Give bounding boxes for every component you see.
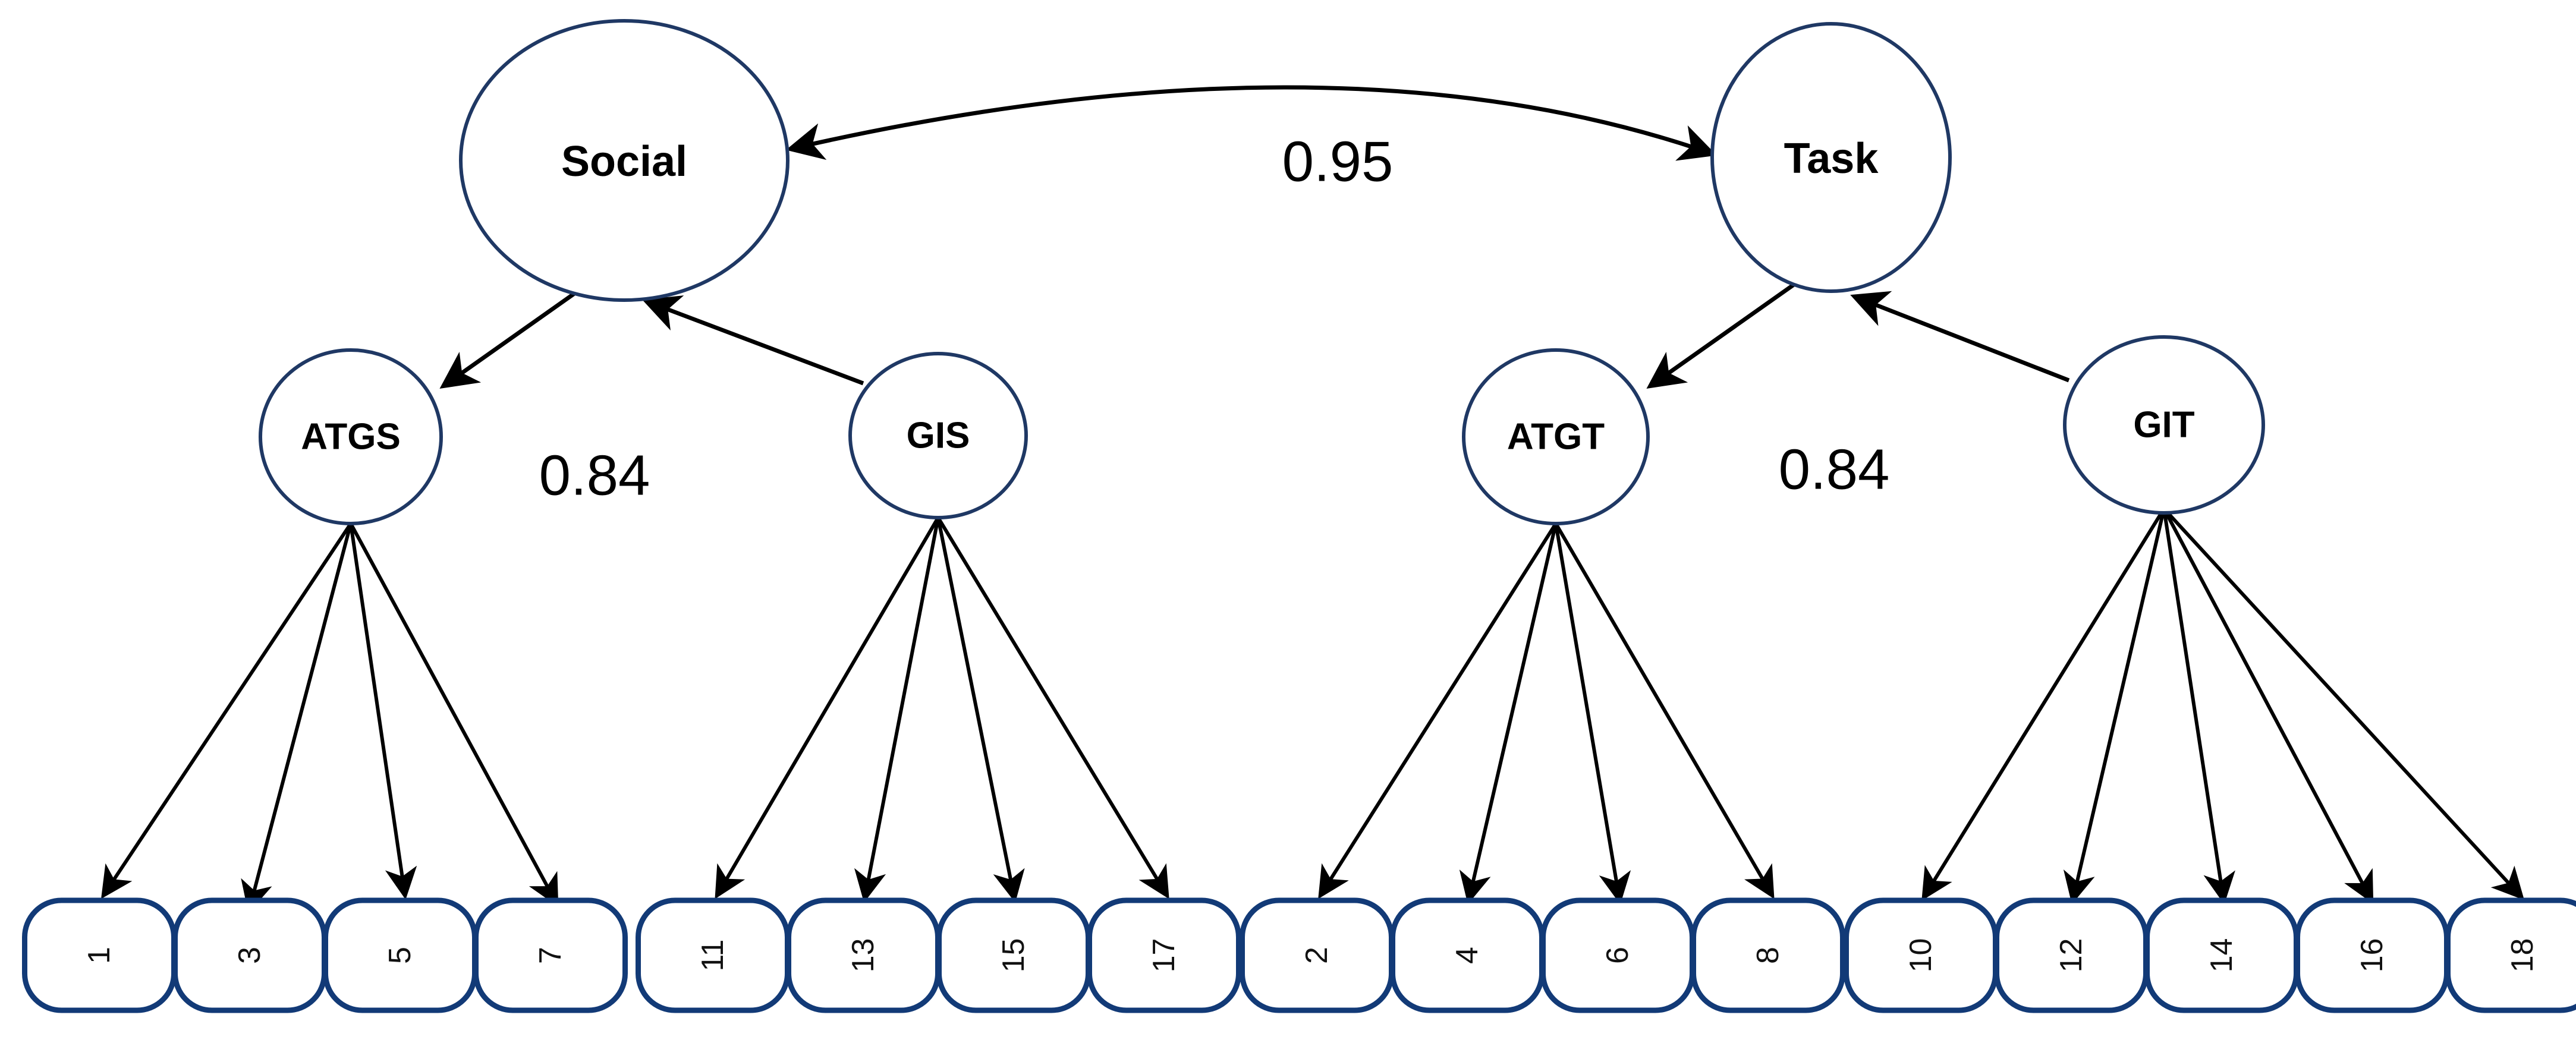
coefficient-social-task: 0.95 xyxy=(1282,130,1394,194)
node-gis[interactable]: GIS xyxy=(848,352,1028,519)
indicator-label: 8 xyxy=(1751,947,1785,964)
indicator-label: 4 xyxy=(1450,947,1484,964)
indicator-label: 2 xyxy=(1300,947,1334,964)
atgt-label: ATGT xyxy=(1507,417,1605,458)
edge-atgt-to-i4 xyxy=(1459,523,1558,905)
indicator-box-10[interactable]: 10 xyxy=(1844,897,1998,1013)
indicator-label: 18 xyxy=(2505,938,2540,973)
indicator-box-4[interactable]: 4 xyxy=(1390,897,1545,1013)
edge-atgs-to-i7 xyxy=(349,522,559,907)
edge-social-task-correlation xyxy=(785,85,1717,161)
edge-group-atgs-indicators xyxy=(101,522,559,913)
indicator-label: 3 xyxy=(232,947,267,964)
indicator-rect[interactable] xyxy=(473,897,628,1013)
edge-gis-to-i11 xyxy=(715,516,940,899)
node-task[interactable]: Task xyxy=(1710,22,1952,293)
indicator-box-14[interactable]: 14 xyxy=(2144,897,2299,1013)
indicator-box-13[interactable]: 13 xyxy=(786,897,941,1013)
edge-git-to-i18 xyxy=(2162,507,2525,900)
edge-atgt-to-i6 xyxy=(1554,523,1631,905)
indicator-box-3[interactable]: 3 xyxy=(172,897,327,1013)
edge-gis-to-social xyxy=(642,295,864,386)
indicator-rect[interactable] xyxy=(1691,897,1845,1013)
indicator-box-5[interactable]: 5 xyxy=(323,897,477,1013)
indicator-label: 13 xyxy=(846,938,880,973)
indicator-rect[interactable] xyxy=(2445,897,2576,1013)
coefficient-task-subfactors: 0.84 xyxy=(1779,438,1890,502)
indicator-label: 14 xyxy=(2204,938,2239,973)
edge-group-gis-indicators xyxy=(715,516,1169,903)
gis-label: GIS xyxy=(907,415,970,456)
edge-git-to-i12 xyxy=(2063,508,2166,905)
edge-atgs-to-i5 xyxy=(349,523,417,900)
node-atgs[interactable]: ATGS xyxy=(259,348,443,525)
edge-gis-to-i17 xyxy=(936,516,1169,899)
edge-git-to-i10 xyxy=(1921,508,2166,901)
git-label: GIT xyxy=(2133,405,2194,446)
task-label: Task xyxy=(1784,135,1879,182)
edge-group-git-indicators xyxy=(1921,507,2525,905)
edge-git-to-i16 xyxy=(2162,508,2374,904)
correlation-arc-social-task xyxy=(785,85,1717,161)
indicator-box-18[interactable]: 18 xyxy=(2445,897,2576,1013)
edge-atgs-to-i1 xyxy=(101,522,353,899)
indicator-box-12[interactable]: 12 xyxy=(1994,897,2149,1013)
edge-atgt-to-i2 xyxy=(1318,522,1558,899)
edge-git-to-task xyxy=(1850,291,2070,383)
indicator-rect[interactable] xyxy=(1087,897,1241,1013)
node-atgt[interactable]: ATGT xyxy=(1462,348,1650,525)
indicator-box-1[interactable]: 1 xyxy=(22,897,177,1013)
edge-social-to-atgs xyxy=(439,278,596,389)
edge-group-second-level xyxy=(439,278,2070,389)
indicator-label: 7 xyxy=(533,947,568,964)
indicator-box-16[interactable]: 16 xyxy=(2295,897,2449,1013)
edge-task-to-atgt xyxy=(1646,278,1803,389)
edge-git-to-i14 xyxy=(2162,508,2235,905)
indicator-box-7[interactable]: 7 xyxy=(473,897,628,1013)
git-ellipse[interactable] xyxy=(2063,335,2265,515)
indicator-label: 15 xyxy=(996,938,1031,973)
atgs-ellipse[interactable] xyxy=(259,348,443,525)
coefficient-social-subfactors: 0.84 xyxy=(539,444,650,508)
edge-gis-to-i13 xyxy=(854,517,940,903)
task-ellipse[interactable] xyxy=(1710,22,1952,293)
indicator-label: 10 xyxy=(1904,938,1938,973)
indicator-box-6[interactable]: 6 xyxy=(1540,897,1695,1013)
social-ellipse[interactable] xyxy=(459,19,790,302)
atgs-label: ATGS xyxy=(301,417,401,458)
indicator-label: 6 xyxy=(1600,947,1635,964)
node-social[interactable]: Social xyxy=(459,19,790,302)
indicator-label: 16 xyxy=(2355,938,2389,973)
indicator-box-11[interactable]: 11 xyxy=(636,897,790,1013)
edge-gis-to-i15 xyxy=(936,517,1025,903)
indicator-label: 5 xyxy=(383,947,417,964)
edge-group-atgt-indicators xyxy=(1318,522,1775,905)
indicator-box-8[interactable]: 8 xyxy=(1691,897,1845,1013)
indicator-label: 17 xyxy=(1147,938,1181,973)
gis-ellipse[interactable] xyxy=(848,352,1028,519)
indicator-box-15[interactable]: 15 xyxy=(936,897,1091,1013)
indicator-label: 11 xyxy=(696,940,730,972)
indicator-box-17[interactable]: 17 xyxy=(1087,897,1241,1013)
edge-atgs-to-i3 xyxy=(241,523,353,913)
social-label: Social xyxy=(561,138,687,185)
indicator-box-2[interactable]: 2 xyxy=(1240,897,1394,1013)
atgt-ellipse[interactable] xyxy=(1462,348,1650,525)
node-git[interactable]: GIT xyxy=(2063,335,2265,515)
coefficient-label-group: 0.95 0.84 0.84 xyxy=(539,130,1890,508)
indicator-label: 12 xyxy=(2054,938,2089,973)
edge-atgt-to-i8 xyxy=(1554,522,1775,899)
indicator-label: 1 xyxy=(82,947,117,964)
